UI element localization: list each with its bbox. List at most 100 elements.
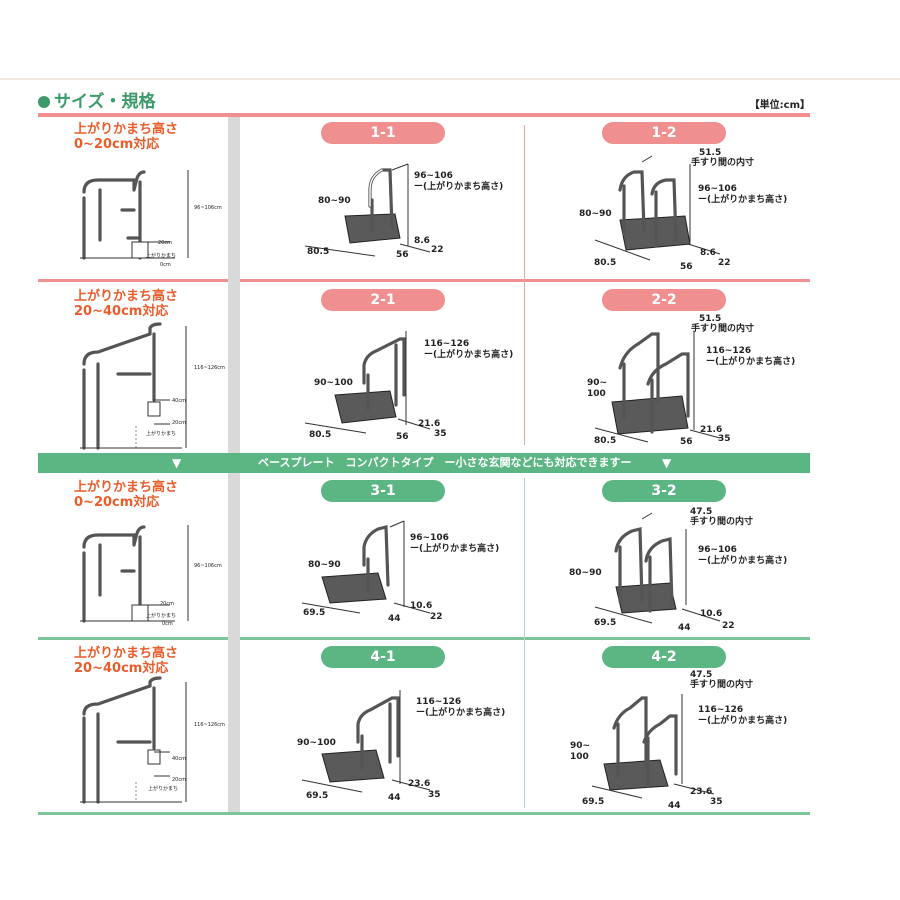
model-4-1-diagram [301,690,431,793]
row4-label-line2: 20~40cm対応 [74,661,169,676]
model-2-2-inner: 51.5 [699,314,722,324]
model-1-2-height-note: ー(上がりかまち高さ) [698,195,788,205]
model-3-2-height-note: ー(上がりかまち高さ) [698,556,788,566]
model-4-2-diagram [591,694,715,799]
row4-side-step2: 20cm [172,777,186,783]
down-arrow-icon: ▼ [662,456,672,470]
model-2-1-depth: 56 [396,432,409,442]
model-3-1-gap: 10.6 [410,601,433,611]
model-2-2-handrail: 90~ [587,378,608,388]
model-4-2-gap: 23.6 [690,787,713,797]
down-arrow-icon: ▼ [172,456,182,470]
row3-side-step: 20cm [160,601,174,607]
top-rule [0,78,900,80]
model-3-2-inner-note: 手すり間の内寸 [690,517,754,527]
row1-side-step: 20cm [158,240,172,246]
row2-side-height: 116~126cm [194,365,225,371]
banner-text: ベースプレート コンパクトタイプ ー小さな玄関などにも対応できますー [258,456,632,469]
row1-label-line1: 上がりかまち高さ [74,122,179,137]
model-4-2-inner: 47.5 [690,670,713,680]
model-3-1-height: 96~106 [410,533,449,543]
row1-label: 上がりかまち高さ 0~20cm対応 [74,122,178,152]
model-1-2-inner: 51.5 [699,148,722,158]
row1-side-step-zero: 0cm [160,262,171,268]
section-title: サイズ・規格 [38,87,156,112]
column-divider-lower [524,478,525,808]
row4-side-height: 116~126cm [194,722,225,728]
row4-label-line1: 上がりかまち高さ [74,646,179,661]
row3-label-line1: 上がりかまち高さ [74,480,179,495]
model-1-1-extra: 22 [431,245,444,255]
rule-row1-top [38,113,810,117]
model-2-2-height-note: ー(上がりかまち高さ) [706,357,796,367]
model-4-2-width: 69.5 [582,797,605,807]
model-badge-1-2: 1-2 [602,122,726,144]
model-2-2-extra: 35 [718,434,731,444]
model-4-2-extra: 35 [710,797,723,807]
model-4-1-gap: 23.6 [408,779,431,789]
model-2-2-width: 80.5 [594,436,617,446]
model-1-2-inner-note: 手すり間の内寸 [691,158,755,168]
model-3-2-inner: 47.5 [690,507,713,517]
model-4-1-height-note: ー(上がりかまち高さ) [416,708,506,718]
divider-band-upper [228,117,240,453]
model-4-2-handrail-max: 100 [570,752,589,762]
model-4-1-depth: 44 [388,793,401,803]
divider-band-lower [228,473,240,812]
model-1-1-depth: 56 [396,250,409,260]
model-3-1-depth: 44 [388,614,401,624]
model-4-2-height-note: ー(上がりかまち高さ) [698,716,788,726]
row3-label-line2: 0~20cm対応 [74,495,160,510]
model-1-2-extra: 22 [718,258,731,268]
model-badge-3-2: 3-2 [602,480,726,502]
model-3-2-extra: 22 [722,621,735,631]
model-1-1-width: 80.5 [307,247,330,257]
model-1-1-handrail: 80~90 [318,196,351,206]
row2-label-line1: 上がりかまち高さ [74,289,179,304]
model-3-2-height: 96~106 [698,545,737,555]
model-2-1-height-note: ー(上がりかまち高さ) [424,350,514,360]
model-badge-4-2: 4-2 [602,646,726,668]
model-2-1-width: 80.5 [309,430,332,440]
model-2-2-handrail-max: 100 [587,389,606,399]
model-1-1-gap: 8.6 [414,236,430,246]
section-title-text: サイズ・規格 [54,92,156,112]
row3-side-diagram [80,525,189,623]
model-badge-3-1: 3-1 [321,480,445,502]
row3-side-step-label: 上がりかまち [146,613,177,619]
row2-label: 上がりかまち高さ 20~40cm対応 [74,289,178,319]
row3-side-height: 96~106cm [194,563,222,569]
model-3-1-diagram [301,520,431,614]
row1-label-line2: 0~20cm対応 [74,137,160,152]
model-4-1-width: 69.5 [306,791,329,801]
model-badge-1-1: 1-1 [321,122,445,144]
row4-side-step-label: 上がりかまち [148,786,179,792]
model-1-1-diagram [304,163,431,257]
row3-label: 上がりかまち高さ 0~20cm対応 [74,480,178,510]
model-2-2-gap: 21.6 [700,425,723,435]
row3-side-step-zero: 0cm [162,621,173,627]
model-3-1-width: 69.5 [303,608,326,618]
column-divider-upper [524,125,525,445]
model-1-2-handrail: 80~90 [579,209,612,219]
model-4-2-inner-note: 手すり間の内寸 [690,680,754,690]
model-2-1-handrail: 90~100 [314,378,353,388]
model-2-1-height: 116~126 [424,339,470,349]
model-1-2-height: 96~106 [698,184,737,194]
model-4-1-extra: 35 [428,790,441,800]
model-2-1-diagram [304,331,431,434]
model-3-1-height-note: ー(上がりかまち高さ) [410,544,500,554]
model-1-1-height-note: ー(上がりかまち高さ) [414,182,504,192]
row4-side-diagram [80,676,187,804]
model-1-2-depth: 56 [680,262,693,272]
rule-row4-top [38,637,810,640]
model-3-2-diagram [594,512,721,624]
model-2-2-depth: 56 [680,437,693,447]
bullet-dot-icon [38,96,50,108]
model-1-2-gap: 8.6 [700,248,716,258]
model-2-2-diagram [594,332,721,443]
model-3-2-width: 69.5 [594,618,617,628]
row2-side-step-label: 上がりかまち [146,431,177,437]
model-1-2-width: 80.5 [594,258,617,268]
model-3-2-gap: 10.6 [700,609,723,619]
